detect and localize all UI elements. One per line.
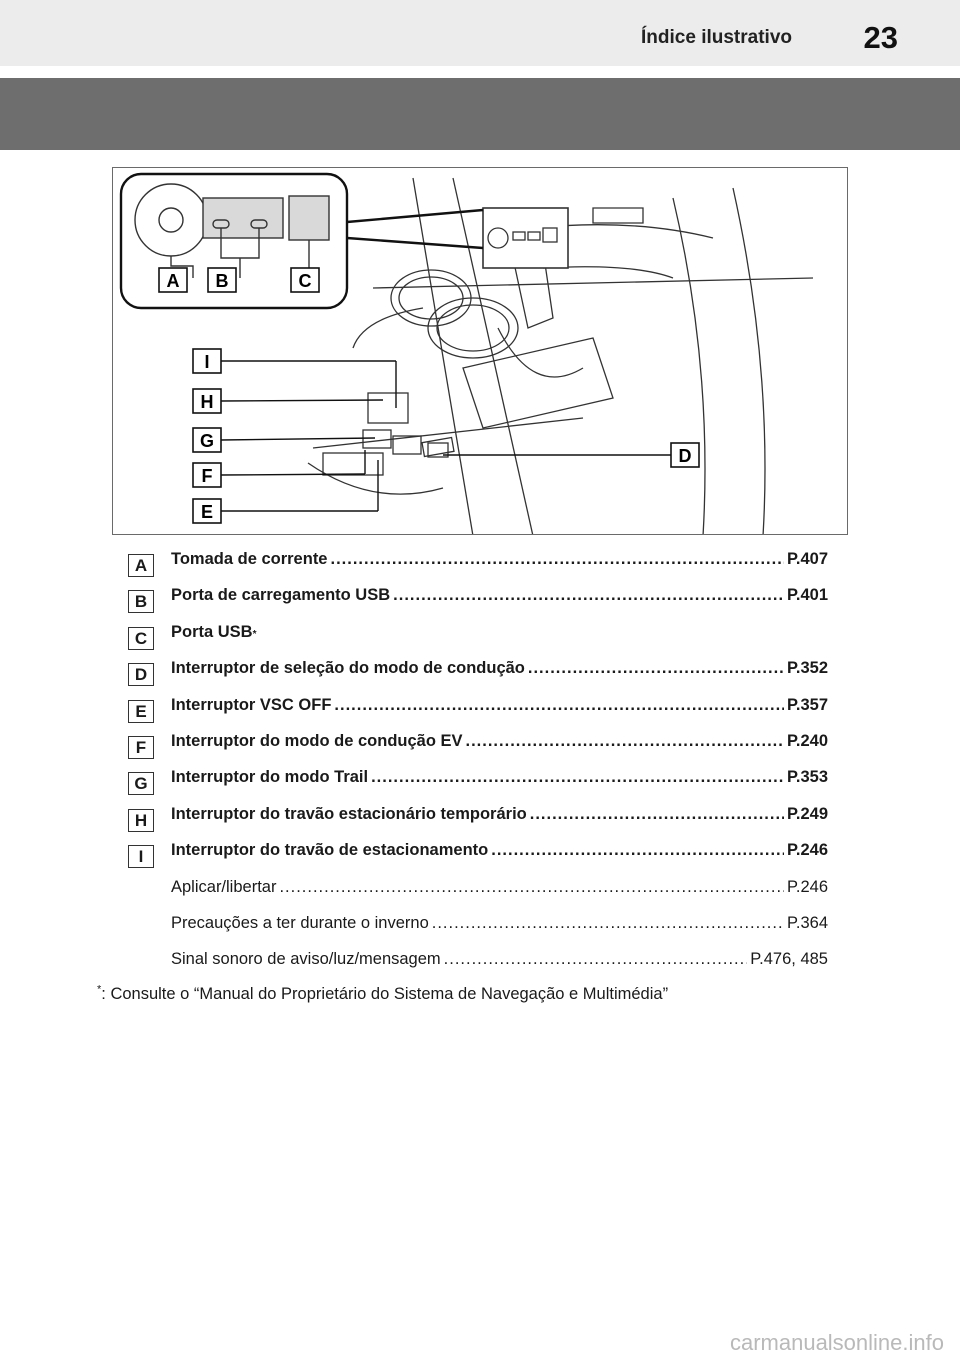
legend-label: Interruptor de seleção do modo de conduç… xyxy=(171,659,525,678)
callout-e: E xyxy=(201,502,213,522)
legend-entry-e: E Interruptor VSC OFF P.357 xyxy=(128,692,828,728)
subentry-label: Sinal sonoro de aviso/luz/mensagem xyxy=(171,950,441,969)
legend-letter: C xyxy=(128,626,154,650)
callout-a-box xyxy=(158,267,188,293)
legend-entry-b: B Porta de carregamento USB P.401 xyxy=(128,582,828,618)
legend-letter: H xyxy=(128,808,154,832)
watermark: carmanualsonline.info xyxy=(729,1330,944,1355)
legend-entry-c: C Porta USB* xyxy=(128,619,828,655)
callout-c: C xyxy=(299,271,312,291)
callout-b-box xyxy=(207,267,237,293)
legend-letter: G xyxy=(128,772,154,796)
callout-d: D xyxy=(679,446,692,466)
callout-g-box xyxy=(192,427,222,453)
header-band xyxy=(0,78,960,150)
legend-letter: A xyxy=(128,554,154,577)
legend-label: Interruptor do travão estacionário tempo… xyxy=(171,804,527,823)
page-ref-link[interactable]: P.246 xyxy=(787,877,828,896)
page-ref-link[interactable]: P.249 xyxy=(787,804,828,823)
legend-subentry: Precauções a ter durante o inverno P.364 xyxy=(128,910,828,946)
page-ref-link[interactable]: P.407 xyxy=(787,550,828,568)
legend-entry-a: A Tomada de corrente P.407 xyxy=(128,546,828,582)
legend-entry-i: I Interruptor do travão de estacionament… xyxy=(128,837,828,873)
legend-entry-g: G Interruptor do modo Trail P.353 xyxy=(128,764,828,800)
callout-i-box xyxy=(192,348,222,374)
page-ref-link[interactable]: P.401 xyxy=(787,586,828,605)
legend-entry-f: F Interruptor do modo de condução EV P.24… xyxy=(128,728,828,764)
legend-entry-h: H Interruptor do travão estacionário tem… xyxy=(128,801,828,837)
page-number: 23 xyxy=(863,20,898,55)
console-drawing: A B C I H G F E xyxy=(119,172,814,534)
footnote-marker: * xyxy=(97,983,102,996)
callout-c-box xyxy=(290,267,320,293)
legend-letter: I xyxy=(128,845,154,869)
footnote: *: Consulte o “Manual do Proprietário do… xyxy=(97,983,669,1004)
legend-label: Porta de carregamento USB xyxy=(171,586,391,605)
console-illustration: A B C I H G F E xyxy=(112,167,848,535)
section-title: Índice ilustrativo xyxy=(641,27,792,48)
legend-label: Interruptor do modo de condução EV xyxy=(171,731,463,750)
legend-label: Tomada de corrente xyxy=(171,550,328,568)
legend-subentry: Sinal sonoro de aviso/luz/mensagem P.476,… xyxy=(128,946,828,982)
callout-e-box xyxy=(192,498,222,524)
page-ref-link[interactable]: P.352 xyxy=(787,659,828,678)
page-ref-link[interactable]: P.364 xyxy=(787,913,828,932)
callout-i: I xyxy=(204,352,209,372)
legend-letter: B xyxy=(128,590,154,614)
page-ref-link[interactable]: P.240 xyxy=(787,731,828,750)
legend-letter: E xyxy=(128,699,154,723)
callout-f: F xyxy=(202,466,213,486)
callout-f-box xyxy=(192,462,222,488)
header-bar: Índice ilustrativo 23 xyxy=(0,0,960,66)
legend-label: Interruptor do travão de estacionamento xyxy=(171,841,489,860)
legend-list: A Tomada de corrente P.407 B Porta de car… xyxy=(128,546,828,983)
legend-label: Porta USB xyxy=(171,622,253,641)
legend-letter: D xyxy=(128,663,154,687)
legend-letter: F xyxy=(128,735,154,759)
footnote-text: : Consulte o “Manual do Proprietário do … xyxy=(101,985,669,1003)
page-ref-link[interactable]: P.357 xyxy=(787,695,828,714)
callout-h: H xyxy=(201,392,214,412)
subentry-label: Precauções a ter durante o inverno xyxy=(171,913,429,932)
legend-subentry: Aplicar/libertar P.246 xyxy=(128,874,828,910)
callout-a: A xyxy=(167,271,180,291)
page-ref-link[interactable]: P.246 xyxy=(787,841,828,860)
callout-h-box xyxy=(192,388,222,414)
page-ref-link[interactable]: P.476, 485 xyxy=(750,950,828,969)
callout-d-box xyxy=(670,442,700,468)
callout-g: G xyxy=(200,431,214,451)
callout-b: B xyxy=(216,271,229,291)
legend-label: Interruptor do modo Trail xyxy=(171,768,369,787)
subentry-label: Aplicar/libertar xyxy=(171,877,277,896)
legend-entry-d: D Interruptor de seleção do modo de cond… xyxy=(128,655,828,691)
legend-label: Interruptor VSC OFF xyxy=(171,695,332,714)
page-ref-link[interactable]: P.353 xyxy=(787,768,828,787)
